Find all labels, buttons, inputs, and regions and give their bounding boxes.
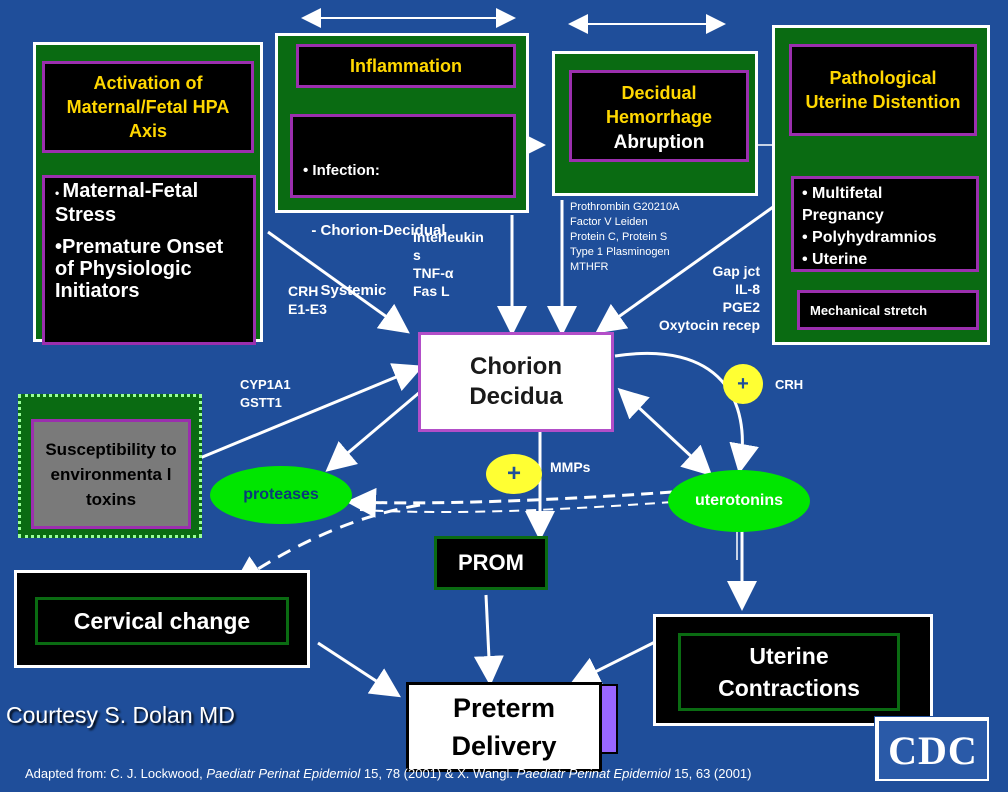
preterm-delivery-box: Preterm Delivery — [406, 682, 602, 772]
susceptibility-panel: Susceptibility to environmenta l toxins — [18, 394, 202, 538]
hpa-panel: Activation of Maternal/Fetal HPA Axis • … — [33, 42, 263, 345]
hpa-item-stress: • Maternal-Fetal Stress — [55, 180, 199, 226]
label-tnf: TNF-α — [413, 265, 454, 281]
arrow-contractions-preterm — [569, 640, 656, 685]
susceptibility-box: Susceptibility to environmenta l toxins — [31, 419, 191, 529]
proteases-ellipse: proteases — [210, 466, 352, 524]
gene-mthfr: MTHFR — [570, 261, 609, 273]
courtesy-text: Courtesy S. Dolan MD — [6, 702, 235, 728]
cervical-box: Cervical change — [35, 597, 289, 645]
inflammation-item-chorion: - Chorion-Decidual — [303, 222, 446, 239]
distention-item-uterine: • Uterine abnormalities — [802, 251, 868, 268]
label-il8: IL-8 — [735, 281, 760, 297]
label-e1-e3: E1-E3 — [288, 301, 327, 317]
distention-item-multifetal: • Multifetal Pregnancy — [802, 185, 884, 224]
plus-circle-mmps: + — [486, 454, 542, 494]
mechanical-stretch-box: Mechanical stretch — [797, 290, 979, 330]
decidual-panel: Decidual Hemorrhage Abruption — [552, 51, 758, 196]
hpa-items-box: • Maternal-Fetal Stress •Premature Onset… — [42, 175, 256, 345]
arrow-chorion-proteases — [325, 390, 421, 472]
arrow-distention-chorion — [595, 193, 791, 334]
distention-items-box: • Multifetal Pregnancy • Polyhydramnios … — [791, 176, 979, 272]
distention-item-polyhydramnios: • Polyhydramnios — [802, 229, 937, 246]
distention-panel: Pathological Uterine Distention • Multif… — [772, 25, 990, 345]
gene-factor-v: Factor V Leiden — [570, 216, 648, 228]
plus-circle-crh: + — [723, 364, 763, 404]
arrow-prom-preterm — [473, 594, 504, 686]
label-crh-top: CRH — [288, 283, 319, 299]
uterine-label: Uterine Contractions — [718, 643, 860, 701]
cdc-logo-text: CDC — [879, 721, 987, 779]
label-gstt1: GSTT1 — [240, 395, 282, 410]
arrow-chorion-uterotonins — [617, 387, 713, 477]
label-mmps: MMPs — [550, 459, 591, 475]
uterine-box: Uterine Contractions — [678, 633, 900, 711]
crh-e-labels: CRH E1-E3 — [288, 282, 327, 318]
inflammation-title-box: Inflammation — [296, 44, 516, 88]
distention-title-box: Pathological Uterine Distention — [789, 44, 977, 136]
dashed-uterotonins-proteases — [346, 487, 673, 518]
preterm-delivery-label: Preterm Delivery — [451, 693, 557, 761]
label-cyp1a1: CYP1A1 — [240, 377, 291, 392]
inflammation-items-box: • Infection: - Chorion-Decidual - System… — [290, 114, 516, 299]
cyp-labels: CYP1A1 GSTT1 — [240, 376, 291, 412]
arrow-crh-curve — [614, 351, 759, 474]
susceptibility-label: Susceptibility to environmenta l toxins — [45, 439, 177, 509]
citation-journal-1: Paediatr Perinat Epidemiol — [206, 766, 361, 781]
decidual-gene-list: Prothrombin G20210A Factor V Leiden Prot… — [570, 200, 710, 275]
chorion-decidua-label: Chorion Decidua — [469, 353, 563, 410]
cervical-panel: Cervical change — [14, 570, 310, 668]
dashed-uterotonins-proteases-2 — [359, 501, 673, 514]
decidual-title-box: Decidual Hemorrhage Abruption — [569, 70, 749, 162]
uterotonins-ellipse: uterotonins — [668, 470, 810, 532]
citation-ref-2: 15, 63 (2001) — [670, 766, 752, 781]
label-fasl: Fas L — [413, 283, 450, 299]
citation-text: Adapted from: C. J. Lockwood, Paediatr P… — [25, 766, 752, 781]
inflammation-item-infection: • Infection: — [303, 162, 380, 179]
decidual-subtitle: Abruption — [613, 132, 705, 153]
cdc-logo: CDC — [874, 716, 990, 782]
distention-title: Pathological Uterine Distention — [805, 68, 961, 112]
chorion-decidua-box: Chorion Decidua — [418, 332, 614, 432]
hpa-title: Activation of Maternal/Fetal HPA Axis — [66, 73, 230, 141]
arrow-hpa-chorion — [267, 230, 410, 334]
gene-prothrombin: Prothrombin G20210A — [570, 201, 680, 213]
decidual-title: Decidual Hemorrhage — [605, 83, 713, 127]
citation-prefix: Adapted from: C. J. Lockwood, — [25, 766, 207, 781]
inflammation-title: Inflammation — [349, 56, 462, 76]
proteases-label: proteases — [243, 486, 319, 503]
hpa-title-box: Activation of Maternal/Fetal HPA Axis — [42, 61, 254, 153]
inflammation-item-systemic: - Systemic — [303, 282, 387, 299]
mechanical-stretch-label: Mechanical stretch — [810, 302, 928, 318]
citation-journal-2: Paediatr Perinat Epidemiol — [516, 766, 671, 781]
hpa-item-initiators: •Premature Onset of Physiologic Initiato… — [55, 236, 224, 302]
gene-protein-c: Protein C, Protein S — [570, 231, 668, 243]
interleukin-labels: Interleukin s TNF-α Fas L — [413, 228, 484, 300]
label-interleukin-s: s — [413, 247, 421, 263]
gene-plasminogen: Type 1 Plasminogen — [570, 246, 670, 258]
cervical-label: Cervical change — [73, 607, 251, 634]
uterotonins-label: uterotonins — [695, 492, 783, 509]
dashed-to-cervical — [233, 503, 421, 586]
label-oxytocin: Oxytocin recep — [658, 317, 760, 333]
inflammation-panel: Inflammation • Infection: - Chorion-Deci… — [275, 33, 529, 299]
arrow-cervical-preterm — [317, 641, 402, 698]
prom-label: PROM — [458, 550, 524, 575]
arrow-susceptibility-chorion — [199, 363, 424, 460]
citation-ref-1: 15, 78 (2001) & X. Wangl. — [360, 766, 517, 781]
label-pge2: PGE2 — [722, 299, 760, 315]
gap-labels: Gap jct IL-8 PGE2 Oxytocin recep — [640, 262, 760, 334]
label-crh: CRH — [775, 377, 804, 392]
label-interleukin: Interleukin — [413, 229, 484, 245]
label-gap-jct: Gap jct — [712, 263, 760, 279]
uterine-panel: Uterine Contractions — [653, 614, 933, 726]
prom-box: PROM — [434, 536, 548, 590]
